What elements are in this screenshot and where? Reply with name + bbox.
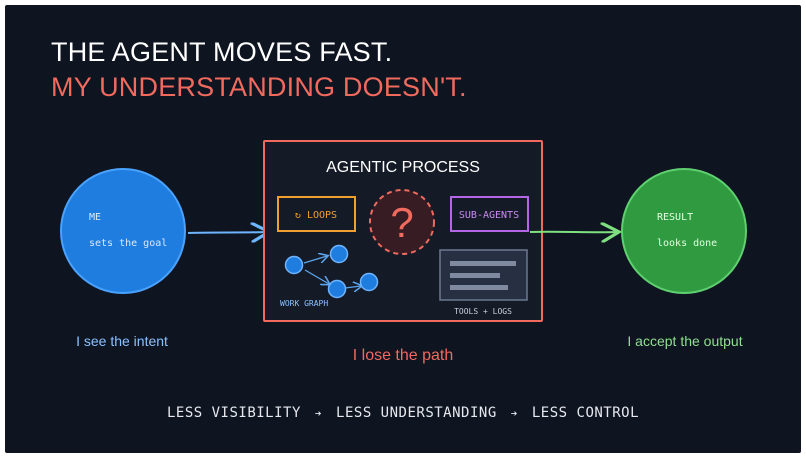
footer-item-visibility: LESS VISIBILITY: [166, 405, 301, 421]
result-sub: looks done: [657, 238, 717, 249]
process-title: AGENTIC PROCESS: [326, 159, 480, 176]
result-caption: I accept the output: [627, 333, 743, 349]
process-caption: I lose the path: [352, 347, 454, 364]
work-graph-label: WORK GRAPH: [280, 299, 328, 308]
result-node: RESULT looks done: [621, 168, 747, 294]
me-label: ME: [89, 212, 101, 223]
graph-node: [327, 279, 347, 299]
question-circle: ?: [369, 189, 435, 255]
arrow-me-to-process: [187, 232, 267, 233]
loops-box: ↻ LOOPS: [277, 196, 356, 232]
graph-node: [284, 255, 304, 275]
slide: THE AGENT MOVES FAST. MY UNDERSTANDING D…: [5, 5, 801, 453]
process-diagram: ME sets the goal AGENTIC PROCESS ↻ LOOPS…: [60, 140, 747, 322]
headline-line-2: MY UNDERSTANDING DOESN'T.: [51, 72, 467, 102]
me-node: ME sets the goal: [60, 168, 186, 294]
agentic-process-box: AGENTIC PROCESS ↻ LOOPS ? SUB-AGENTS: [263, 140, 543, 322]
arrow-process-to-result: [529, 232, 617, 233]
headline-line-1: THE AGENT MOVES FAST.: [51, 37, 393, 67]
footer-item-control: LESS CONTROL: [531, 405, 640, 421]
footer-chain: LESS VISIBILITY ➔ LESS UNDERSTANDING ➔ LESS …: [5, 405, 801, 421]
footer-arrow-icon: ➔: [314, 407, 323, 420]
footer-arrow-icon: ➔: [510, 407, 518, 420]
sub-agents-label: SUB-AGENTS: [459, 210, 519, 221]
sub-agents-box: SUB-AGENTS: [450, 196, 529, 232]
result-label: RESULT: [657, 212, 693, 223]
question-mark: ?: [390, 199, 413, 246]
tools-logs-label: TOOLS + LOGS: [454, 307, 512, 316]
footer-item-understanding: LESS UNDERSTANDING: [336, 405, 497, 421]
tools-logs-panel: TOOLS + LOGS: [439, 249, 528, 316]
me-caption: I see the intent: [76, 333, 168, 349]
graph-node: [359, 272, 379, 292]
graph-node: [329, 244, 349, 264]
work-graph: WORK GRAPH: [280, 244, 379, 308]
loops-label: ↻ LOOPS: [295, 210, 337, 221]
me-sub: sets the goal: [89, 238, 167, 249]
